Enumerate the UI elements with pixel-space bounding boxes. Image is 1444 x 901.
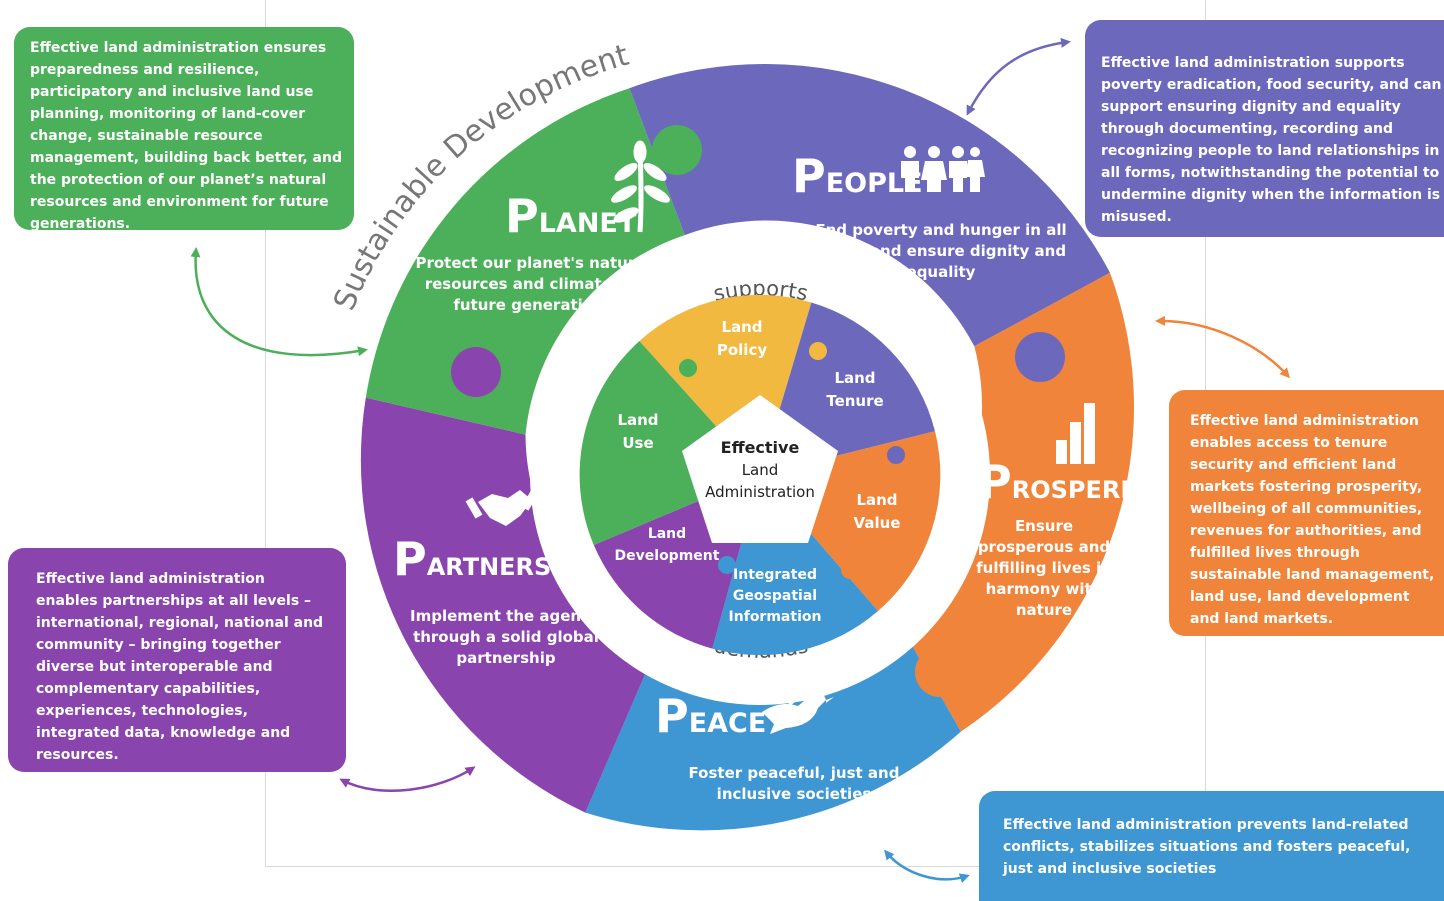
callout-peace: Effective land administration prevents l… <box>979 791 1444 901</box>
callout-partnership: Effective land administration enables pa… <box>8 548 346 772</box>
prosperity-title: PROSPERITY <box>978 455 1164 509</box>
knob-people-prosperity <box>1015 332 1065 382</box>
peace-title: PEACE <box>655 689 766 743</box>
callout-people-text: Effective land administration supports p… <box>1101 55 1442 225</box>
arrow-planet <box>190 247 368 357</box>
inner-land-use-shape <box>579 341 760 545</box>
arrow-peace <box>884 849 970 883</box>
frame-bottom-line <box>265 866 1205 867</box>
people-group-icon <box>901 146 985 192</box>
partnership-title: PARTNERSHIP <box>393 532 598 586</box>
segment-planet-shape <box>365 88 685 435</box>
knob-tenure-value <box>887 446 905 464</box>
callout-people: Effective land administration supports p… <box>1085 20 1444 237</box>
knob-policy-tenure <box>809 342 827 360</box>
arrow-partnership <box>339 766 476 792</box>
knob-planet-people <box>652 125 702 175</box>
leaf-sprig-icon <box>611 140 670 233</box>
bar-chart-icon <box>1056 403 1095 464</box>
center-label-line1: Effective <box>721 438 800 457</box>
knob-geo-dev <box>718 556 736 574</box>
callout-partnership-text: Effective land administration enables pa… <box>36 571 324 763</box>
frame-left-line <box>265 0 266 866</box>
knob-partnership-peace <box>565 688 615 738</box>
center-label-line2: Land <box>742 461 779 479</box>
callout-planet: Effective land administration ensures pr… <box>14 27 354 232</box>
outer-segments <box>360 63 1134 831</box>
dove-icon <box>762 684 834 734</box>
knob-value-geo <box>841 561 859 579</box>
center-label-line3: Administration <box>705 483 815 501</box>
knob-planet-partnership <box>451 347 501 397</box>
knob-dev-use <box>629 473 647 491</box>
segment-people-shape <box>629 63 1110 347</box>
callout-prosperity-text: Effective land administration enables ac… <box>1190 413 1435 627</box>
callout-planet-text: Effective land administration ensures pr… <box>30 40 342 232</box>
arrow-people <box>966 37 1071 116</box>
handshake-icon <box>465 489 539 526</box>
arrow-prosperity <box>1155 315 1291 379</box>
callout-prosperity: Effective land administration enables ac… <box>1169 390 1444 636</box>
knob-prosperity-peace <box>915 647 965 697</box>
segment-prosperity-shape <box>884 272 1134 732</box>
center-pentagon <box>682 395 838 543</box>
knob-use-policy <box>679 359 697 377</box>
callout-peace-text: Effective land administration prevents l… <box>1003 817 1411 877</box>
